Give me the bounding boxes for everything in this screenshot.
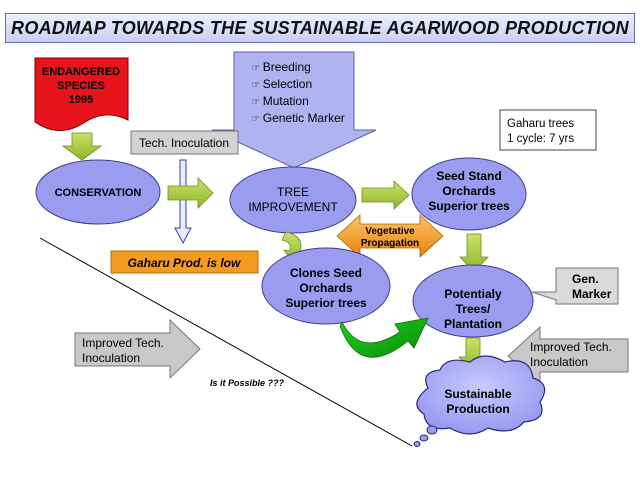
arrow-clones-to-potential [339,317,429,358]
methods-arrow [211,51,377,169]
clones-ellipse [261,247,391,325]
potential-line-3: Plantation [444,317,502,331]
endangered-line-3: 1995 [69,94,93,106]
tech-inoculation-box [130,130,239,155]
improved-right-line-2: Inoculation [530,355,588,369]
improved-left-line-1: Improved Tech. [82,336,164,350]
conservation-ellipse [35,159,161,225]
vegetative-arrow [336,214,444,258]
tech-inoculation-label: Tech. Inoculation [139,136,229,150]
vegetative-line-2: Propagation [361,238,419,249]
gaharu-low-box [110,250,259,274]
conservation-label: CONSERVATION [55,187,142,199]
arrow-tree-to-seed [361,180,410,210]
gaharu-note-box [499,109,597,151]
method-selection: ☞ Selection [251,77,312,91]
vegetative-line-1: Vegetative [365,226,415,237]
clones-line-2: Orchards [299,281,353,295]
arrow-banner-to-conservation [61,132,103,161]
arrow-tech-down [174,159,192,245]
sustainable-line-1: Sustainable [444,387,512,401]
gaharu-note-line-2: 1 cycle: 7 yrs [507,133,574,145]
gen-marker-line-1: Gen. [572,272,599,286]
page-title: ROADMAP TOWARDS THE SUSTAINABLE AGARWOOD… [11,18,629,38]
clones-line-3: Superior trees [285,296,367,310]
gen-marker-callout [531,267,619,305]
clones-line-1: Clones Seed [290,266,362,280]
gaharu-note-line-1: Gaharu trees [507,118,574,130]
potential-ellipse [412,264,534,338]
arrow-seed-to-potential [459,233,489,273]
gen-marker-line-2: Marker [572,287,612,301]
diagonal-line [39,237,413,447]
tree-improvement-ellipse [229,166,357,234]
endangered-line-2: SPECIES [57,80,105,92]
title-bar: ROADMAP TOWARDS THE SUSTAINABLE AGARWOOD… [5,13,635,43]
seed-stand-line-1: Seed Stand [436,169,501,183]
tree-improvement-line-2: IMPROVEMENT [248,200,338,214]
potential-line-2: Trees/ [456,302,491,316]
tree-improvement-line-1: TREE [277,185,309,199]
seed-stand-ellipse [411,157,527,231]
endangered-banner [34,57,129,131]
improved-left-line-2: Inoculation [82,351,140,365]
seed-stand-line-3: Superior trees [428,199,510,213]
arrow-conservation-to-tree [167,177,214,209]
method-mutation: ☞ Mutation [251,94,309,108]
improved-right-line-1: Improved Tech. [530,340,612,354]
method-genetic-marker: ☞ Genetic Marker [251,111,345,125]
method-breeding: ☞ Breeding [251,60,311,74]
seed-stand-line-2: Orchards [442,184,496,198]
improved-left-arrow [74,318,201,380]
gaharu-low-label: Gaharu Prod. is low [128,256,241,270]
sustainable-cloud [413,355,546,447]
potential-line-1: Potentialy [444,287,502,301]
endangered-line-1: ENDANGERED [42,66,120,78]
question-label: Is it Possible ??? [210,378,285,388]
sustainable-line-2: Production [446,402,509,416]
